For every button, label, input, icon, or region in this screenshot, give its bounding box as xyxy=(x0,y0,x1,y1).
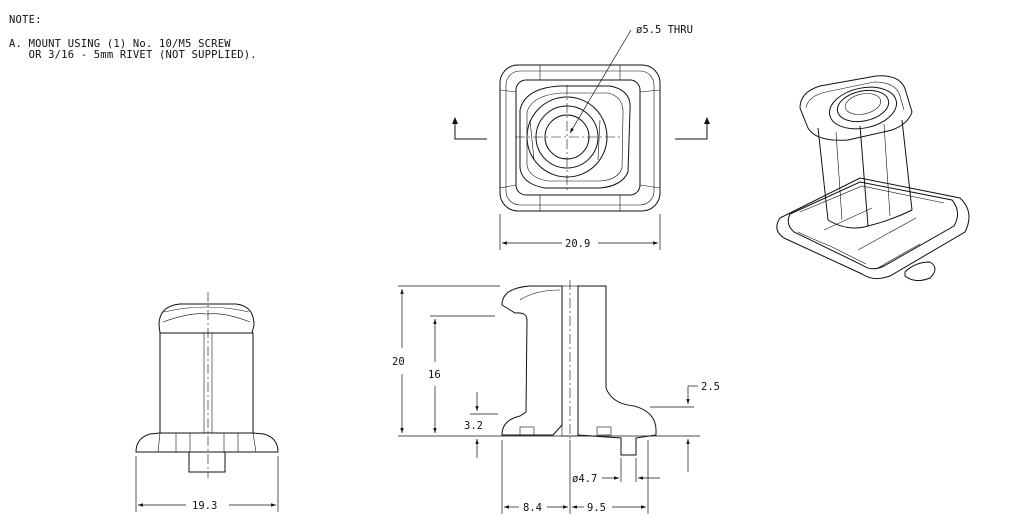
side-view: 19.3 xyxy=(135,292,279,512)
dim-pin-diameter: ø4.7 xyxy=(572,473,597,485)
dim-top-width: 20.9 xyxy=(565,238,590,250)
section-view: 20 16 3.2 2.5 ø4.7 8.4 9.5 xyxy=(392,280,720,514)
dim-left-offset: 8.4 xyxy=(523,502,542,514)
note-line-1: A. MOUNT USING (1) No. 10/M5 SCREW xyxy=(9,38,231,50)
dim-side-width: 19.3 xyxy=(192,500,217,512)
dim-stem-height: 16 xyxy=(428,369,441,381)
isometric-view xyxy=(776,75,970,282)
dim-base-step: 3.2 xyxy=(464,420,483,432)
dim-overall-height: 20 xyxy=(392,356,405,368)
dim-flange-thickness: 2.5 xyxy=(701,381,720,393)
note-line-2: OR 3/16 - 5mm RIVET (NOT SUPPLIED). xyxy=(9,49,257,61)
top-view: ø5.5 THRU 20.9 xyxy=(452,24,710,250)
note-heading: NOTE: xyxy=(9,14,42,26)
hole-callout: ø5.5 THRU xyxy=(636,24,693,36)
dim-right-offset: 9.5 xyxy=(587,502,606,514)
